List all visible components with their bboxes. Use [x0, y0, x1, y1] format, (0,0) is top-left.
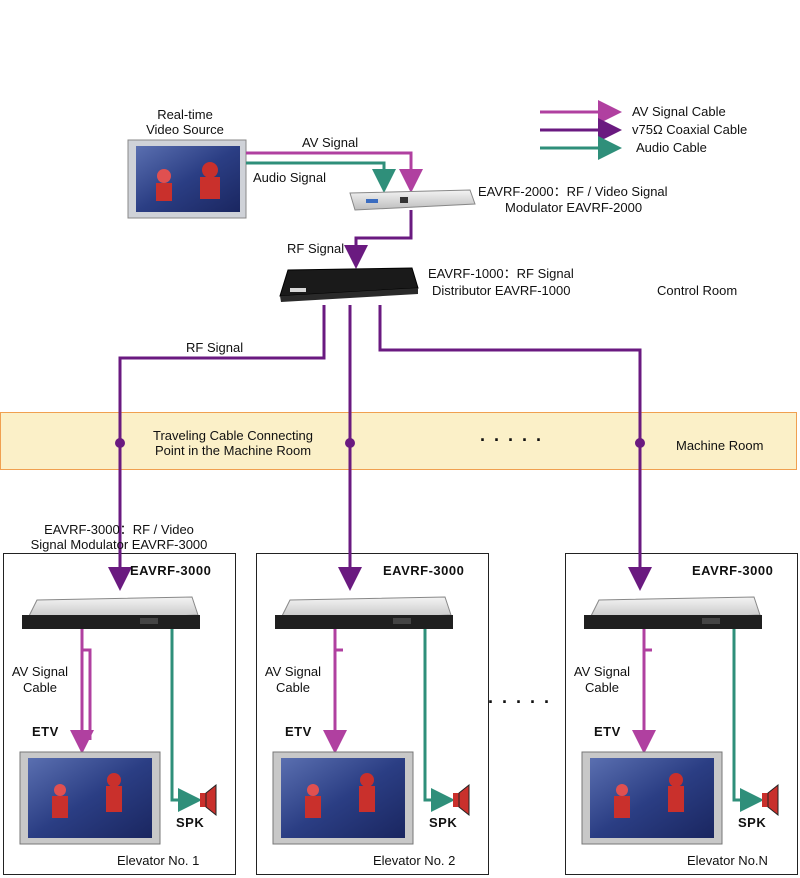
- traveling-cable-label-1: Traveling Cable Connecting: [153, 428, 313, 443]
- legend-av-label: AV Signal Cable: [632, 104, 726, 119]
- elevator-n-equipment: [581, 596, 779, 845]
- elevator-n-name: Elevator No.N: [687, 853, 768, 868]
- elevator-1-name: Elevator No. 1: [117, 853, 200, 868]
- connection-point-1: [115, 438, 125, 448]
- av-signal-label: AV Signal: [302, 135, 359, 150]
- traveling-cable-label-2: Point in the Machine Room: [154, 443, 312, 458]
- eavrf-1000-label-2: Distributor EAVRF-1000: [432, 283, 571, 298]
- connection-point-n: [635, 438, 645, 448]
- elevator-1-spk: SPK: [176, 815, 205, 830]
- elevator-1-av-label-2: Cable: [23, 680, 57, 695]
- elevator-1-model: EAVRF-3000: [130, 563, 212, 578]
- machine-room-band: [0, 412, 797, 470]
- elevator-n-etv: ETV: [594, 724, 621, 739]
- video-source-screen: [127, 139, 247, 219]
- elevator-2-etv: ETV: [285, 724, 312, 739]
- video-source-label-1: Real-time: [157, 107, 213, 122]
- elevator-2-av-label-1: AV Signal: [264, 664, 322, 679]
- eavrf-1000-device: [279, 267, 419, 302]
- elevator-2-av-label-2: Cable: [276, 680, 310, 695]
- legend-audio-label: Audio Cable: [636, 140, 707, 155]
- elevator-2-model: EAVRF-3000: [383, 563, 465, 578]
- eavrf-3000-label-1: EAVRF-3000：RF / Video: [44, 522, 194, 537]
- elevator-n-model: EAVRF-3000: [692, 563, 774, 578]
- legend-coax-label: v75Ω Coaxial Cable: [632, 122, 748, 137]
- rf-signal-label-top: RF Signal: [287, 241, 345, 256]
- video-source-label-2: Video Source: [146, 122, 224, 137]
- control-room-label: Control Room: [657, 283, 738, 298]
- machine-room-label: Machine Room: [676, 438, 764, 453]
- elevator-2-equipment: [272, 596, 470, 845]
- connection-point-2: [345, 438, 355, 448]
- elevator-2-spk: SPK: [429, 815, 458, 830]
- rf-signal-label-left: RF Signal: [186, 340, 244, 355]
- elevator-1-etv: ETV: [32, 724, 59, 739]
- audio-signal-label: Audio Signal: [253, 170, 326, 185]
- eavrf-2000-label-2: Modulator EAVRF-2000: [505, 200, 643, 215]
- elevator-n-av-label-2: Cable: [585, 680, 619, 695]
- eavrf-2000-label-1: EAVRF-2000：RF / Video Signal: [478, 184, 668, 199]
- elevator-box-2: [256, 553, 489, 875]
- eavrf-3000-label-2: Signal Modulator EAVRF-3000: [30, 537, 208, 552]
- elevator-2-name: Elevator No. 2: [373, 853, 456, 868]
- machine-room-dots: . . . . .: [480, 425, 544, 445]
- eavrf-2000-device: [349, 189, 476, 211]
- elevator-1-equipment: [19, 596, 217, 845]
- eavrf-1000-label-1: EAVRF-1000：RF Signal: [428, 266, 574, 281]
- elevator-n-spk: SPK: [738, 815, 767, 830]
- elevator-n-av-label-1: AV Signal: [573, 664, 631, 679]
- elevators-dots: . . . . .: [488, 687, 552, 707]
- elevator-1-av-label-1: AV Signal: [11, 664, 69, 679]
- elevator-box-n: [565, 553, 798, 875]
